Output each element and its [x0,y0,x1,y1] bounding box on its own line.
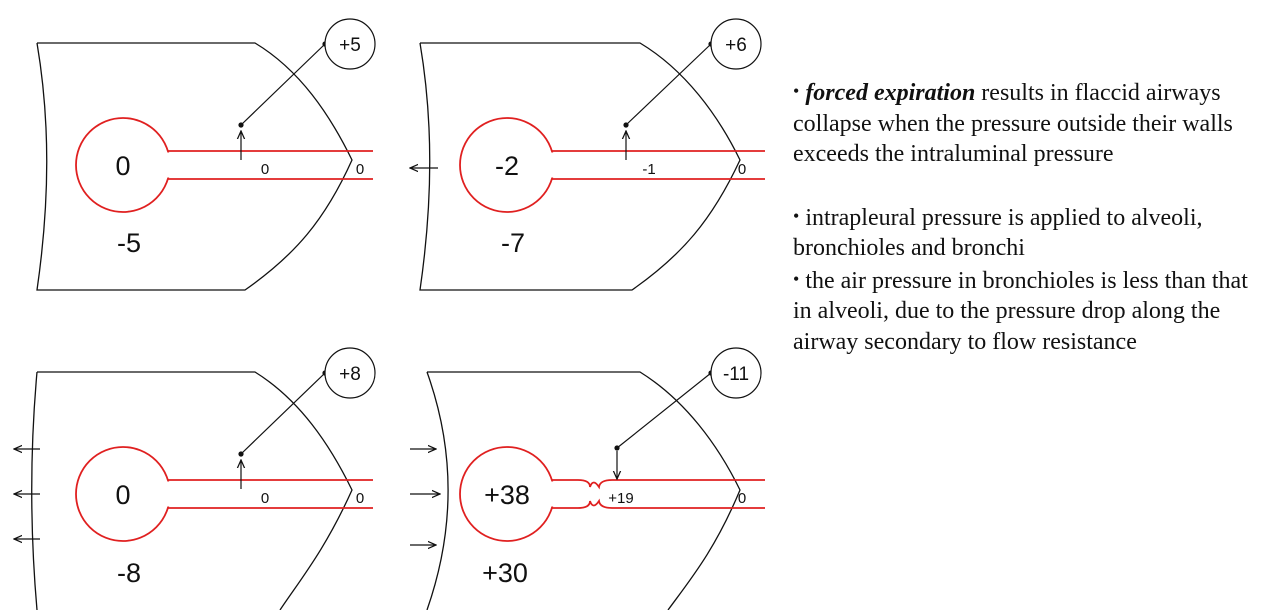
pleural-pressure: -5 [117,228,141,258]
explanation-text: •forced expiration results in flaccid ai… [793,76,1258,357]
bullet-marker: • [793,268,800,289]
airway-end-pressure: 0 [356,161,364,178]
alveolar-pressure: 0 [115,151,130,181]
panel-top-right: -2 -7 +6 -1 0 [410,18,765,291]
bullet-marker: • [793,81,800,101]
callout-leader [240,43,326,126]
chest-wall-outline [427,371,741,610]
panel-bottom-right: +38 +30 -11 +19 0 [410,347,765,610]
chest-wall-outline [37,371,353,610]
airway-mid-pressure: 0 [261,490,269,507]
airway-end-pressure: 0 [738,490,746,507]
callout-dot [623,122,629,128]
callout-circle [710,18,762,70]
callout-pressure: +6 [725,35,747,56]
alveolar-pressure: -2 [495,151,519,181]
callout-circle [324,347,376,399]
bullet-text: results in flaccid airways collapse when… [793,80,1233,167]
airway-mid-pressure: +19 [608,490,633,507]
airway-end-pressure: 0 [738,161,746,178]
callout-dot [614,445,620,451]
airway-mid-pressure: -1 [642,161,655,178]
alveolar-pressure: 0 [115,480,130,510]
callout-circle [710,347,762,399]
callout-pressure: +8 [339,364,361,385]
callout-dot [238,451,244,457]
alveolus-mouth [548,152,558,178]
alveolus-mouth [548,481,558,507]
panel-bottom-left: 0 -8 +8 0 0 [14,347,376,610]
chest-wall-left [31,371,38,610]
bullet-marker: • [793,205,800,226]
bullet-text: intrapleural pressure is applied to alve… [793,204,1203,262]
airway-pressure-diagram: 0 -5 +5 0 0 -2 -7 +6 -1 0 [0,18,765,610]
callout-circle [324,18,376,70]
chest-wall-outline [419,42,741,291]
callout-pressure: -11 [723,364,749,385]
pleural-pressure: -8 [117,558,141,588]
bullet-text: the air pressure in bronchioles is less … [793,267,1248,355]
pleural-pressure: +30 [482,558,528,588]
panel-top-left: 0 -5 +5 0 0 [36,18,376,291]
alveolus-mouth [164,152,174,178]
alveolus-mouth [164,481,174,507]
bullet-forced-expiration: •forced expiration results in flaccid ai… [793,76,1258,170]
callout-leader [240,372,326,455]
airway-end-pressure: 0 [356,490,364,507]
airway-mid-pressure: 0 [261,161,269,178]
callout-leader [625,43,712,126]
callout-pressure: +5 [339,35,361,56]
chest-wall-outline [36,42,353,291]
alveolar-pressure: +38 [484,480,530,510]
pleural-pressure: -7 [501,228,525,258]
callout-leader [616,372,712,449]
airway-wall-top [552,479,765,490]
emphasis-term: forced expiration [805,80,976,106]
chest-wall-left [426,371,449,610]
bullet-intrapleural: •intrapleural pressure is applied to alv… [793,201,1258,264]
bullet-bronchioles: •the air pressure in bronchioles is less… [793,264,1258,358]
callout-dot [238,122,244,128]
airway-wall-bottom [552,498,765,509]
